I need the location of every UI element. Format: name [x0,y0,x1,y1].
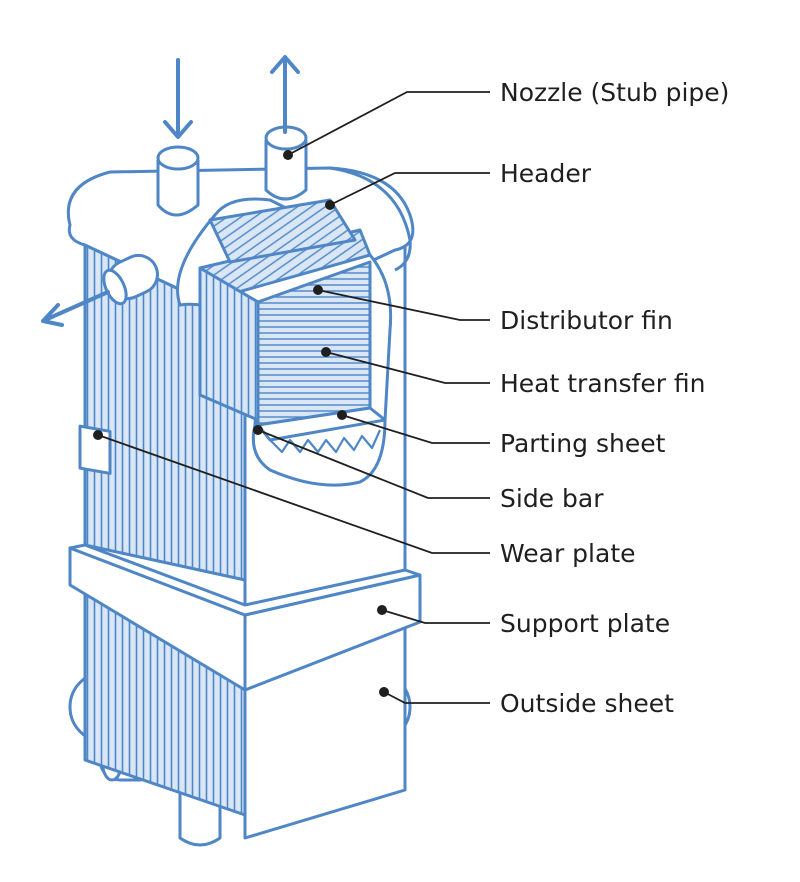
exchanger-core [66,125,422,847]
support-plate-band [68,543,422,692]
flow-arrows [41,55,300,327]
nozzle-left [156,145,200,217]
callout-labels: Nozzle (Stub pipe) Header Distributor fi… [500,78,729,718]
leader-heat-transfer-fin [325,351,490,384]
label-wear-plate: Wear plate [500,539,636,568]
label-parting-sheet: Parting sheet [500,429,666,458]
inlet-arrow [163,58,193,139]
label-side-bar: Side bar [500,484,604,513]
side-outlet-arrow [41,290,110,327]
leader-outside-sheet [383,691,490,704]
leader-nozzle [287,91,490,156]
leader-dots [93,150,389,697]
label-distributor-fin: Distributor fin [500,306,673,335]
side-nozzle [102,253,159,306]
label-outside-sheet: Outside sheet [500,689,674,718]
header-cut-fins [208,198,357,264]
leader-lines [97,91,490,704]
lower-corrugated-fins [269,429,382,454]
parting-sheet-plate [256,406,387,442]
nozzle-right [264,125,308,201]
leader-header [329,172,490,206]
label-support-plate: Support plate [500,609,670,638]
leader-wear-plate [97,434,490,554]
leader-support-plate [381,609,490,624]
label-nozzle: Nozzle (Stub pipe) [500,78,729,107]
label-header: Header [500,159,592,188]
leader-distributor-fin [317,289,490,321]
wear-plate-tab [78,424,112,475]
leader-parting-sheet [341,414,490,444]
leader-side-bar [257,429,490,499]
outlet-arrow [270,55,300,134]
label-heat-transfer-fin: Heat transfer fin [500,369,706,398]
